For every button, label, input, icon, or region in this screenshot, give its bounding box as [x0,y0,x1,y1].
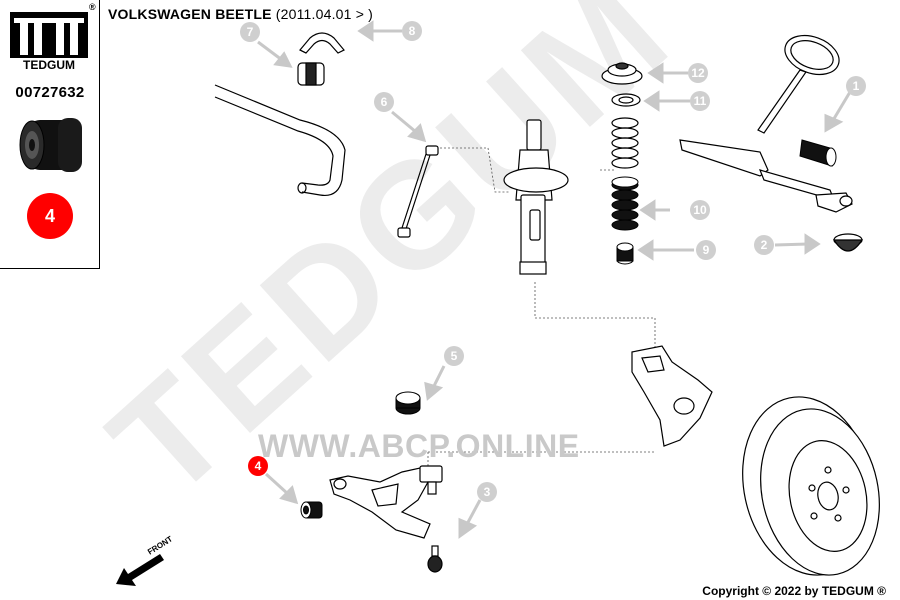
part-9-buffer [616,242,634,265]
part-4-bushing [300,501,323,519]
part-info-panel: ® TEDGUM 00727632 4 [0,0,100,269]
part-number: 00727632 [15,84,85,101]
callout-arrows [257,20,852,539]
steering-column [679,34,840,201]
wheel [742,396,880,576]
vehicle-model: VOLKSWAGEN BEETLE [108,6,272,22]
lower-control-arm [329,467,431,539]
guide-lines [427,147,656,470]
callout-6[interactable]: 6 [374,92,394,112]
part-3-ball-joint [419,465,443,573]
part-12-top-mount [601,62,643,85]
callout-2[interactable]: 2 [754,235,774,255]
watermark-url: WWW.ABCP.ONLINE [258,428,580,464]
part-thumbnail [19,118,82,172]
coil-spring [611,117,639,169]
callout-9[interactable]: 9 [696,240,716,260]
callout-1[interactable]: 1 [846,76,866,96]
callout-5[interactable]: 5 [444,346,464,366]
registered-mark: ® [89,2,96,12]
part-1-boot [799,139,837,167]
part-11-bearing [611,93,641,107]
callout-8[interactable]: 8 [402,21,422,41]
part-5-bushing [395,391,421,415]
brand-name: TEDGUM [23,58,75,72]
tie-rod-end [815,192,853,213]
front-arrow [116,554,164,586]
callout-10[interactable]: 10 [690,200,710,220]
callout-12[interactable]: 12 [688,63,708,83]
tedgum-logo-icon [10,12,88,58]
part-7-bushing [297,62,325,86]
steering-knuckle [631,345,713,447]
strut-assembly [503,119,569,275]
selected-ref-badge: 4 [27,193,73,239]
part-10-bump-stop [611,176,639,231]
vehicle-years: (2011.04.01 > ) [275,6,374,22]
part-2-cup [832,233,864,252]
part-8-bracket [299,32,345,54]
copyright: Copyright © 2022 by TEDGUM ® [702,584,886,598]
callout-11[interactable]: 11 [690,91,710,111]
callout-4[interactable]: 4 [248,456,268,476]
vehicle-title: VOLKSWAGEN BEETLE (2011.04.01 > ) [108,6,373,22]
callout-3[interactable]: 3 [477,482,497,502]
callout-7[interactable]: 7 [240,22,260,42]
stabilizer-bar [214,84,346,197]
part-6-link-rod [397,145,439,238]
